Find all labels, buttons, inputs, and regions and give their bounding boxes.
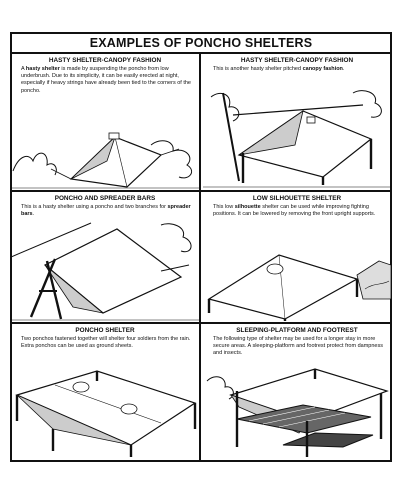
title-divider	[10, 52, 392, 54]
panel-description: The following type of shelter may be use…	[213, 336, 383, 357]
panel-hasty-shelter-1: HASTY SHELTER-CANOPY FASHION A hasty she…	[11, 57, 199, 189]
panel-spreader-bars: PONCHO AND SPREADER BARS This is a hasty…	[11, 195, 199, 321]
panel-description: This low silhouette shelter can be used …	[213, 204, 376, 218]
hasty-shelter-illustration	[11, 132, 199, 189]
panel-sleeping-platform: SLEEPING-PLATFORM AND FOOTREST The follo…	[203, 327, 391, 459]
panel-title: LOW SILHOUETTE SHELTER	[252, 195, 342, 202]
spreader-bar-shelter-illustration	[11, 222, 199, 321]
panel-description: This is a hasty shelter using a poncho a…	[21, 204, 191, 218]
panel-title: PONCHO AND SPREADER BARS	[54, 195, 156, 202]
row-divider-1	[10, 190, 392, 192]
panel-title: HASTY SHELTER-CANOPY FASHION	[240, 57, 354, 64]
low-silhouette-shelter-illustration	[207, 254, 391, 321]
canopy-shelter-illustration	[203, 90, 391, 188]
panel-poncho-shelter: PONCHO SHELTER Two ponchos fastened toge…	[11, 327, 199, 459]
panel-hasty-shelter-2: HASTY SHELTER-CANOPY FASHION This is ano…	[203, 57, 391, 189]
panel-title: PONCHO SHELTER	[75, 327, 135, 334]
panel-title: HASTY SHELTER-CANOPY FASHION	[48, 57, 162, 64]
column-divider	[199, 54, 201, 460]
panel-description: A hasty shelter is made by suspending th…	[21, 66, 191, 94]
panel-low-silhouette: LOW SILHOUETTE SHELTER This low silhouet…	[203, 195, 391, 321]
panel-description: Two ponchos fastened together will shelt…	[21, 336, 191, 350]
panel-title: SLEEPING-PLATFORM AND FOOTREST	[236, 327, 358, 334]
page-title: EXAMPLES OF PONCHO SHELTERS	[89, 36, 313, 50]
two-poncho-shelter-illustration	[15, 370, 197, 457]
row-divider-2	[10, 322, 392, 324]
sleeping-platform-illustration	[206, 368, 389, 457]
panel-description: This is another hasty shelter pitched ca…	[213, 66, 345, 72]
